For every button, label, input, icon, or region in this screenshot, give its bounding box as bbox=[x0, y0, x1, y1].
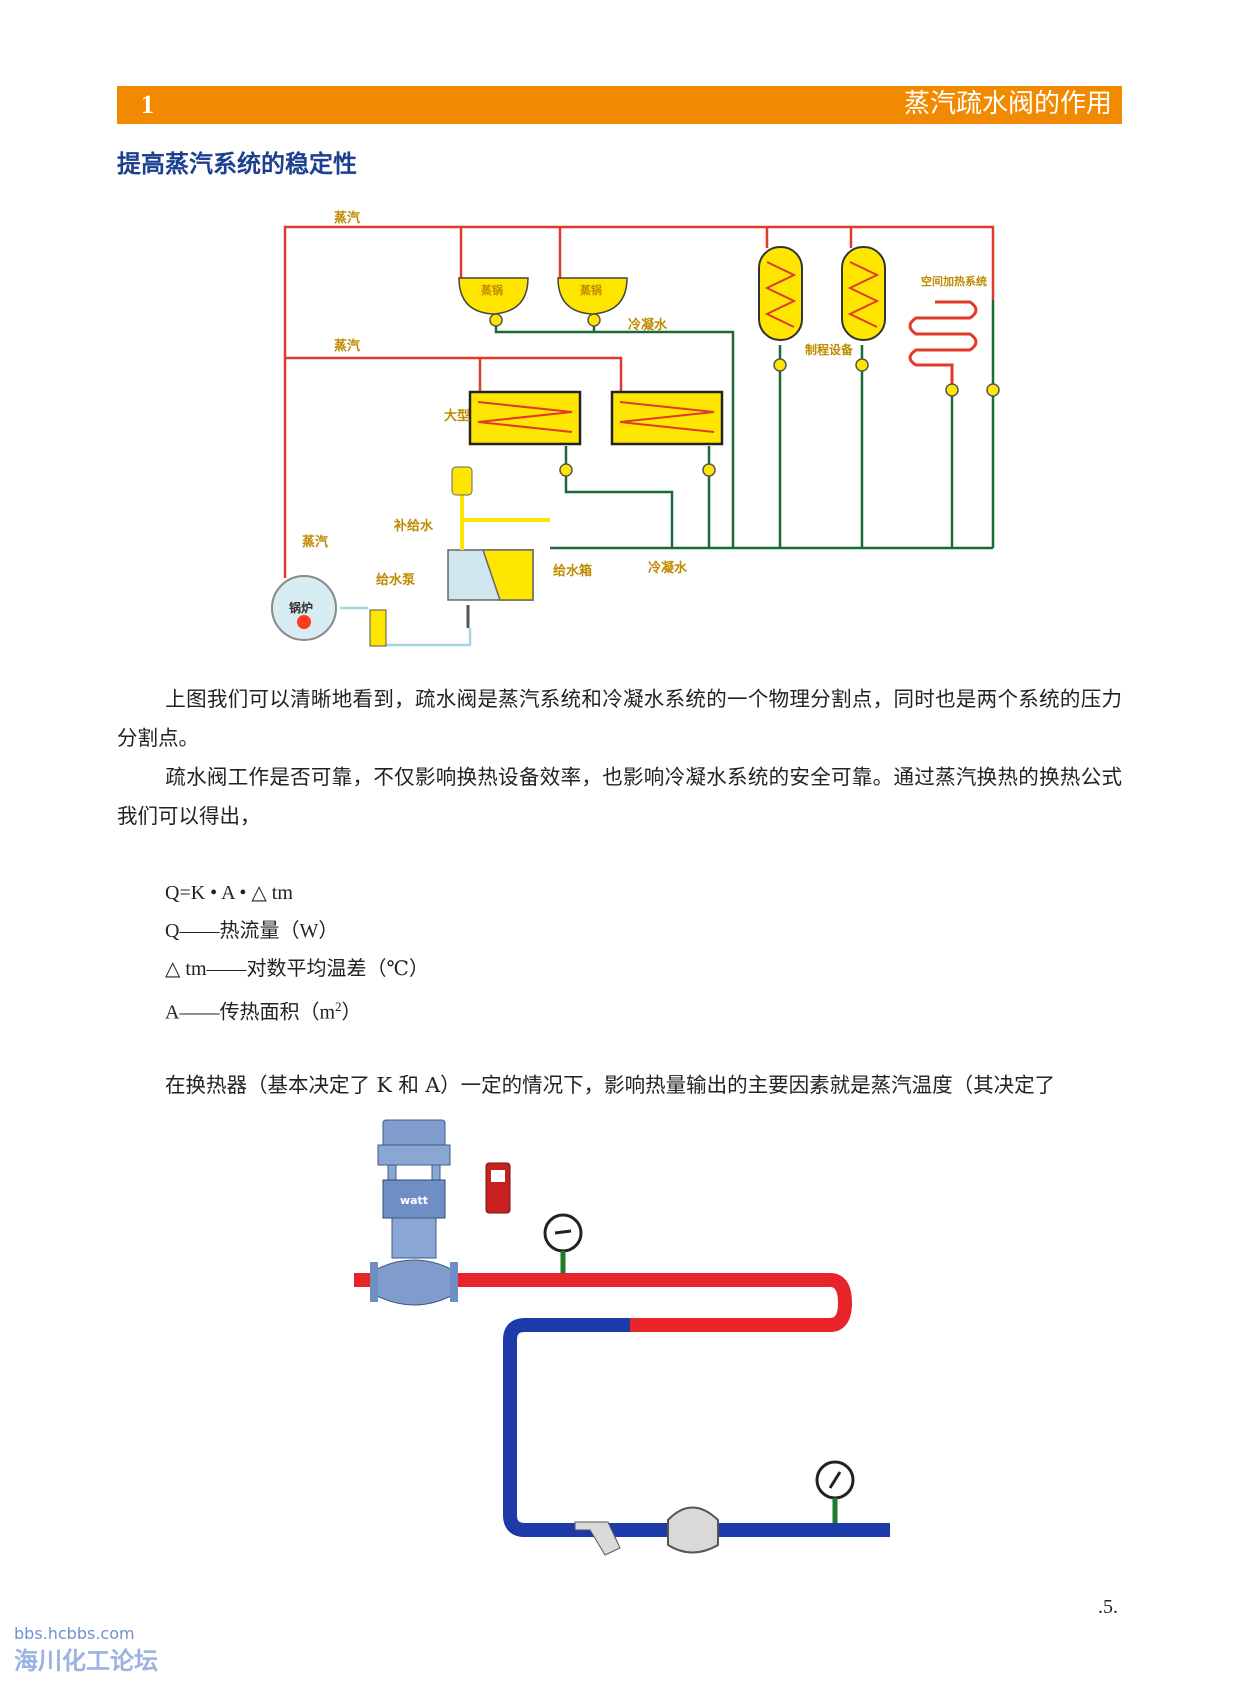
label-steam-top: 蒸汽 bbox=[334, 210, 360, 226]
valve-flange-right bbox=[450, 1262, 458, 1302]
cold-pipe bbox=[503, 1318, 890, 1537]
paragraph-2: 疏水阀工作是否可靠，不仅影响换热设备效率，也影响冷凝水系统的安全可靠。通过蒸汽换… bbox=[117, 758, 1122, 836]
pressure-gauge-2 bbox=[815, 1460, 855, 1523]
trap-space-heating bbox=[945, 383, 959, 397]
process-coil-2 bbox=[847, 261, 880, 328]
label-condensate-top: 冷凝水 bbox=[628, 317, 668, 333]
space-heating-coil bbox=[908, 300, 978, 385]
hx1-coil bbox=[477, 401, 573, 433]
gauge-2-needle bbox=[828, 1471, 842, 1489]
condensate-lines bbox=[494, 300, 995, 550]
label-boiler: 锅炉 bbox=[289, 600, 313, 615]
trap-coil2 bbox=[855, 358, 869, 372]
trap-right bbox=[986, 383, 1000, 397]
valve-actuator-top bbox=[382, 1119, 446, 1149]
formula-a-definition: A——传热面积（m2） bbox=[165, 988, 362, 1032]
valve-label: watt bbox=[400, 1194, 428, 1207]
valve-bonnet bbox=[391, 1217, 437, 1259]
hx2-coil bbox=[619, 401, 715, 433]
label-pot2: 蒸锅 bbox=[580, 283, 602, 297]
gauge-1-needle bbox=[554, 1229, 572, 1235]
trap-pot1 bbox=[489, 313, 503, 327]
valve-body bbox=[374, 1259, 454, 1306]
formula-a-suffix: ） bbox=[341, 1001, 362, 1024]
label-pot1: 蒸锅 bbox=[481, 283, 503, 297]
label-makeup-water: 补给水 bbox=[393, 518, 434, 534]
trap-pot2 bbox=[587, 313, 601, 327]
paragraph-1-text: 上图我们可以清晰地看到，疏水阀是蒸汽系统和冷凝水系统的一个物理分割点，同时也是两… bbox=[117, 687, 1122, 750]
label-steam-mid: 蒸汽 bbox=[334, 338, 360, 354]
strainer bbox=[574, 1521, 621, 1556]
chapter-title: 蒸汽疏水阀的作用 bbox=[903, 89, 1112, 119]
steam-trap bbox=[667, 1506, 719, 1554]
process-coil-1 bbox=[764, 261, 797, 328]
trap-hx1 bbox=[559, 463, 573, 477]
heat-exchanger-1 bbox=[468, 390, 582, 446]
section-title: 提高蒸汽系统的稳定性 bbox=[117, 150, 357, 178]
boiler bbox=[271, 575, 337, 641]
controller-display bbox=[491, 1170, 505, 1182]
feed-tank-float bbox=[481, 549, 534, 601]
formula-tm-definition: △ tm——对数平均温差（℃） bbox=[165, 958, 429, 980]
label-steam-boiler: 蒸汽 bbox=[302, 534, 328, 550]
steam-system-diagram: 蒸汽 蒸汽 蒸汽 蒸锅 蒸锅 冷凝水 冷凝水 制程设备 空间加热系统 大型 补给… bbox=[271, 210, 1000, 647]
paragraph-2-text: 疏水阀工作是否可靠，不仅影响换热设备效率，也影响冷凝水系统的安全可靠。通过蒸汽换… bbox=[117, 765, 1122, 828]
label-large-hx: 大型 bbox=[444, 408, 470, 424]
feed-water-line bbox=[340, 606, 472, 647]
chapter-number: 1 bbox=[141, 90, 154, 119]
steam-traps bbox=[489, 313, 1000, 477]
watermark-url: bbs.hcbbs.com bbox=[14, 1624, 135, 1643]
trap-hx2 bbox=[702, 463, 716, 477]
valve-flange-left bbox=[370, 1262, 378, 1302]
pressure-gauge-1 bbox=[543, 1213, 583, 1273]
label-feed-pump: 给水泵 bbox=[376, 572, 415, 588]
page-number: .5. bbox=[1098, 1596, 1118, 1618]
paragraph-1: 上图我们可以清晰地看到，疏水阀是蒸汽系统和冷凝水系统的一个物理分割点，同时也是两… bbox=[117, 680, 1122, 758]
valve-actuator-body bbox=[377, 1144, 451, 1166]
watermark-name: 海川化工论坛 bbox=[14, 1647, 158, 1675]
label-space-heating: 空间加热系统 bbox=[921, 274, 987, 288]
label-process-equipment: 制程设备 bbox=[805, 342, 854, 357]
hot-pipe bbox=[354, 1273, 853, 1332]
feed-pump bbox=[369, 609, 387, 647]
steam-mid bbox=[285, 356, 623, 392]
makeup-valve bbox=[451, 466, 473, 496]
label-condensate-bottom: 冷凝水 bbox=[648, 560, 688, 576]
control-valve: watt bbox=[370, 1119, 458, 1306]
boiler-flame bbox=[297, 615, 311, 629]
formula-q-definition: Q——热流量（W） bbox=[165, 920, 339, 942]
trap-coil1 bbox=[773, 358, 787, 372]
paragraph-3: 在换热器（基本决定了 K 和 A）一定的情况下，影响热量输出的主要因素就是蒸汽温… bbox=[165, 1073, 1056, 1097]
steam-main bbox=[283, 225, 995, 578]
formula-equation: Q=K • A • △ tm bbox=[165, 882, 293, 904]
steam-lines bbox=[283, 225, 995, 578]
makeup-water-line bbox=[460, 490, 550, 550]
header-bar: 1 蒸汽疏水阀的作用 bbox=[117, 86, 1122, 124]
watermark: bbs.hcbbs.com 海川化工论坛 bbox=[14, 1624, 158, 1676]
label-feed-tank: 给水箱 bbox=[553, 563, 592, 579]
formula-a-sup: 2 bbox=[335, 999, 342, 1014]
formula-a-prefix: A——传热面积（m bbox=[165, 1001, 335, 1024]
